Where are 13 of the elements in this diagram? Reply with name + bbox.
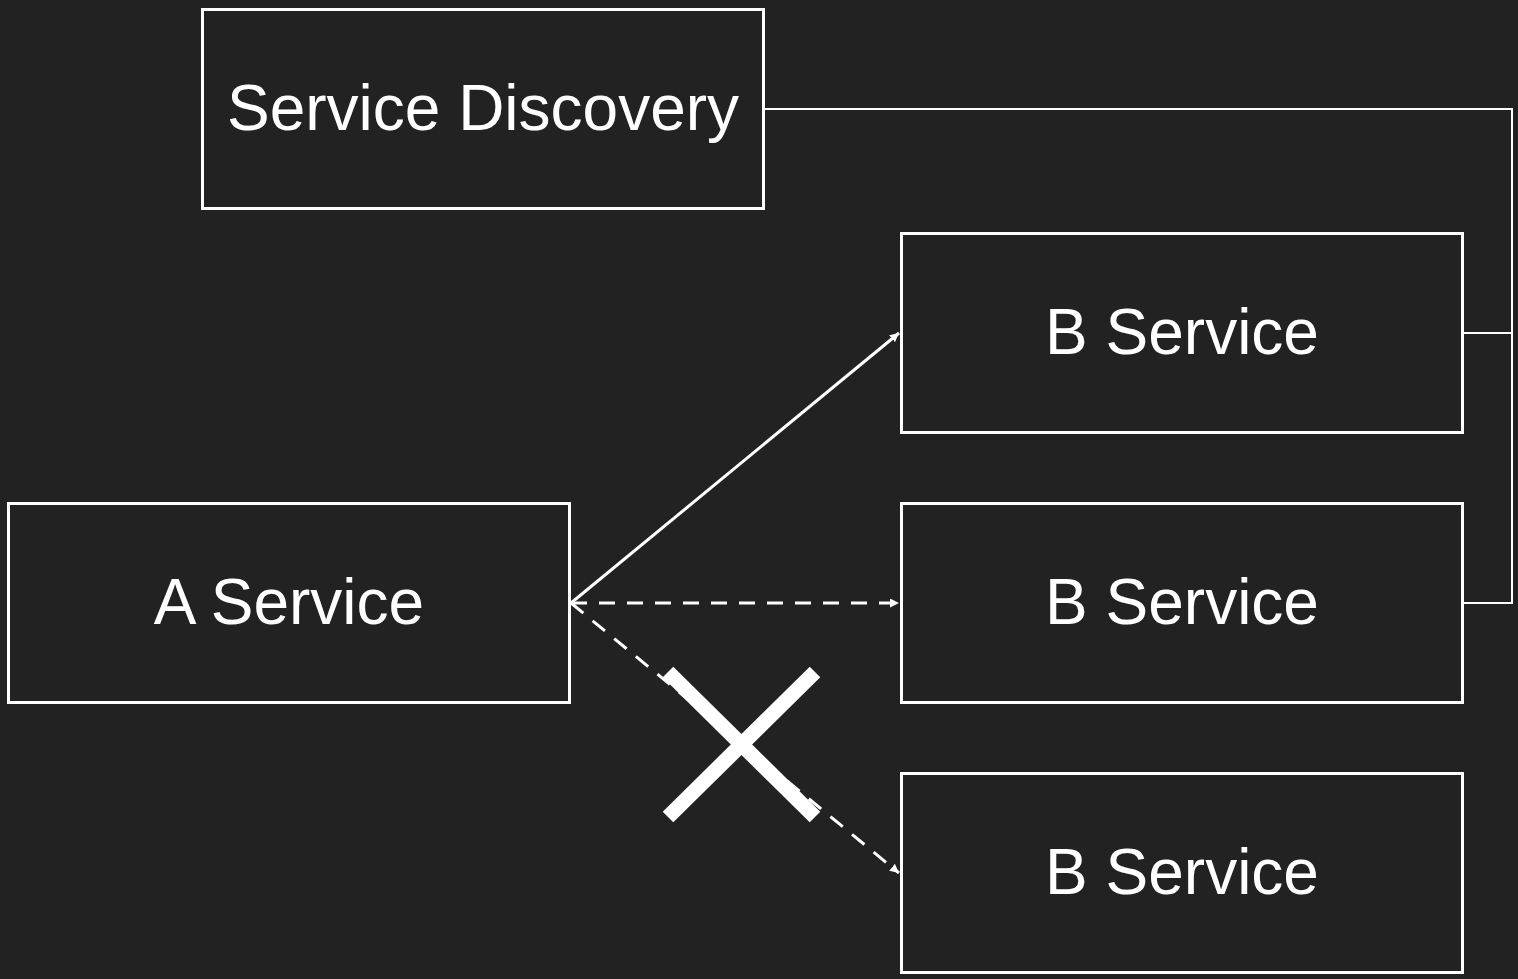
service-label: B Service [1045, 565, 1319, 641]
service-box [7, 502, 571, 704]
service-box [900, 772, 1464, 974]
arrow [570, 331, 900, 605]
service-box [900, 502, 1464, 704]
service-label: B Service [1045, 835, 1319, 911]
service-label: Service Discovery [226, 71, 740, 147]
service-box [900, 232, 1464, 434]
service-label: A Service [153, 565, 425, 641]
service-label: B Service [1045, 295, 1319, 371]
arrow [571, 598, 899, 608]
arrow [570, 601, 900, 875]
service-box [201, 8, 765, 210]
